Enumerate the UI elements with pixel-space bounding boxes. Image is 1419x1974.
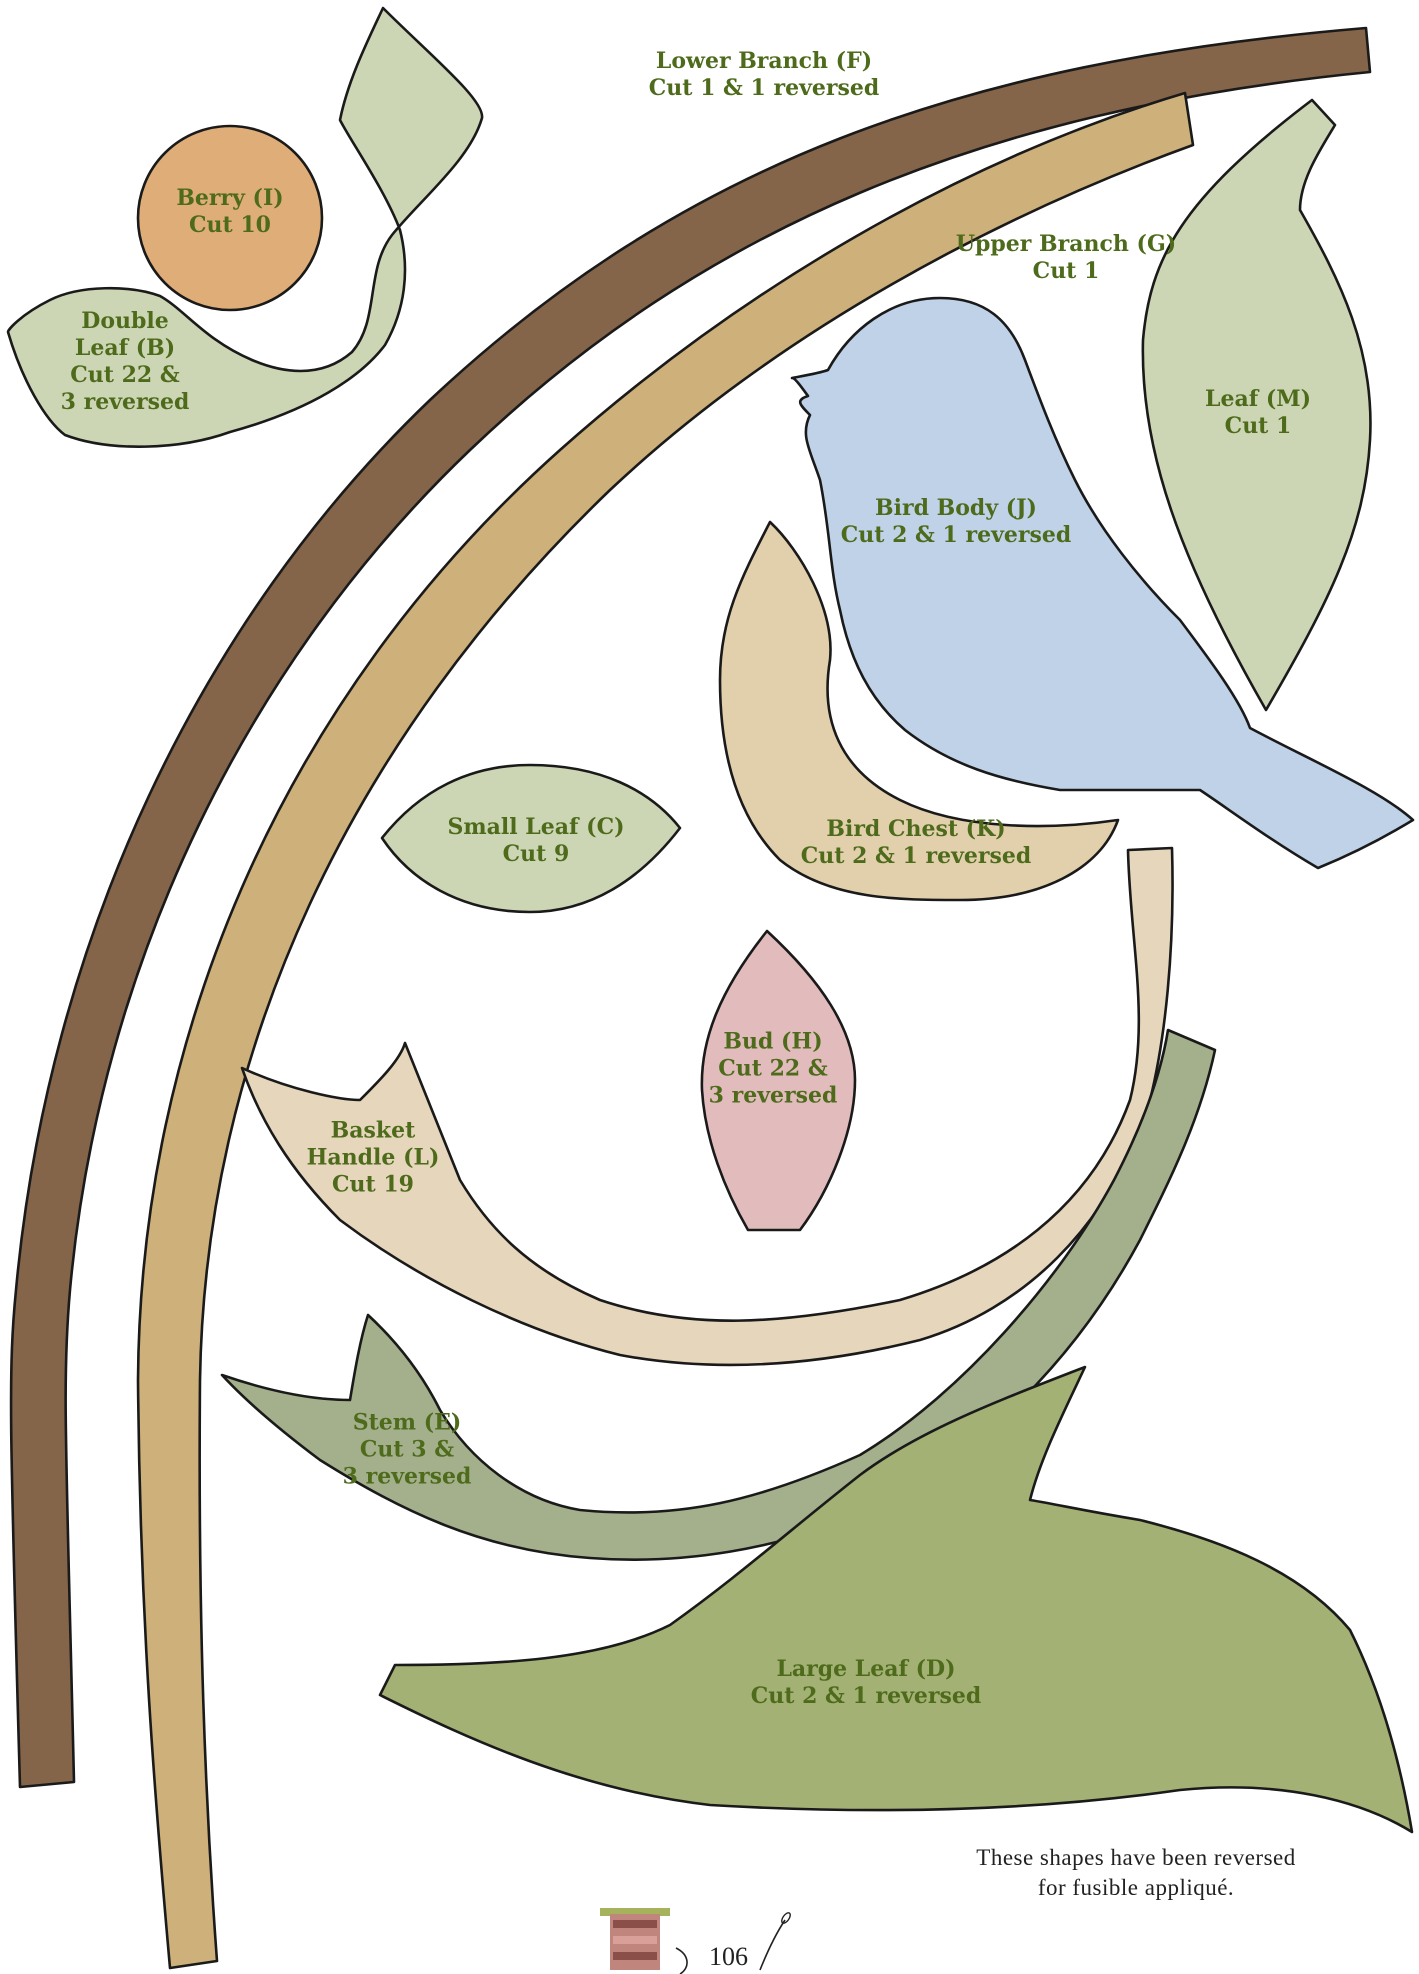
small-leaf-label: Small Leaf (C) Cut 9 (448, 814, 625, 868)
double-leaf-shape (6, 6, 484, 448)
double-leaf-line4: 3 reversed (60, 389, 190, 415)
thread-spool-icon (600, 1908, 670, 1970)
berry-label: Berry (I) Cut 10 (176, 185, 283, 239)
large-leaf-shape (378, 1365, 1414, 1834)
basket-handle-line1: Basket (330, 1117, 416, 1144)
reversed-note-line1: These shapes have been reversed (976, 1845, 1296, 1870)
bird-body-label: Bird Body (J) Cut 2 & 1 reversed (841, 495, 1072, 549)
leaf-m-name: Leaf (M) (1204, 386, 1312, 412)
upper-branch-shape (136, 91, 1195, 1970)
reversed-note-line2: for fusible appliqué. (1037, 1875, 1235, 1900)
bird-chest-shape (718, 520, 1120, 902)
lower-branch-label: Lower Branch (F) Cut 1 & 1 reversed (649, 48, 880, 102)
lower-branch-cut: Cut 1 & 1 reversed (648, 75, 880, 101)
leaf-m-label: Leaf (M) Cut 1 (1205, 386, 1311, 440)
upper-branch-name: Upper Branch (G) (955, 231, 1177, 257)
large-leaf-name: Large Leaf (D) (776, 1656, 956, 1682)
basket-handle-shape (240, 846, 1174, 1367)
bud-shape (700, 929, 857, 1232)
bird-body-shape (790, 296, 1415, 870)
large-leaf-cut: Cut 2 & 1 reversed (750, 1683, 982, 1709)
bud-name: Bud (H) (723, 1028, 823, 1055)
lower-branch-shape (9, 26, 1372, 1789)
small-leaf-name: Small Leaf (C) (447, 814, 625, 840)
stem-label: Stem (E) Cut 3 & 3 reversed (343, 1410, 472, 1491)
small-leaf-cut: Cut 9 (502, 841, 570, 867)
berry-name: Berry (I) (176, 185, 284, 211)
stem-line2: Cut 3 & (359, 1436, 455, 1463)
page-number: 106 (709, 1942, 748, 1971)
double-leaf-line1: Double (81, 308, 169, 334)
lower-branch-name: Lower Branch (F) (655, 48, 873, 74)
berry-shape (136, 124, 324, 312)
large-leaf-label: Large Leaf (D) Cut 2 & 1 reversed (751, 1656, 982, 1710)
basket-handle-label: Basket Handle (L) Cut 19 (307, 1118, 440, 1199)
bud-line2: Cut 22 & (718, 1055, 828, 1082)
upper-branch-cut: Cut 1 (1032, 258, 1100, 284)
bird-chest-name: Bird Chest (K) (826, 816, 1006, 842)
basket-handle-line2: Handle (L) (306, 1144, 440, 1171)
stem-name: Stem (E) (352, 1409, 462, 1436)
double-leaf-label: Double Leaf (B) Cut 22 & 3 reversed (61, 308, 190, 416)
bud-line3: 3 reversed (708, 1082, 838, 1109)
upper-branch-label: Upper Branch (G) Cut 1 (956, 231, 1176, 285)
basket-handle-line3: Cut 19 (332, 1171, 414, 1198)
double-leaf-line2: Leaf (B) (74, 335, 176, 361)
bird-body-name: Bird Body (J) (875, 495, 1037, 521)
stem-line3: 3 reversed (342, 1463, 472, 1490)
needle-icon (759, 1912, 791, 1971)
bird-body-cut: Cut 2 & 1 reversed (840, 522, 1072, 548)
double-leaf-line3: Cut 22 & (70, 362, 180, 388)
bird-chest-label: Bird Chest (K) Cut 2 & 1 reversed (801, 816, 1032, 870)
bud-label: Bud (H) Cut 22 & 3 reversed (709, 1029, 838, 1110)
reversed-note: These shapes have been reversed for fusi… (976, 1843, 1295, 1903)
leaf-m-cut: Cut 1 (1224, 413, 1292, 439)
thread-swirl-icon (675, 1947, 688, 1974)
bird-chest-cut: Cut 2 & 1 reversed (800, 843, 1032, 869)
leaf-m-shape (1141, 98, 1372, 712)
small-leaf-shape (380, 763, 682, 914)
berry-cut: Cut 10 (189, 212, 271, 238)
